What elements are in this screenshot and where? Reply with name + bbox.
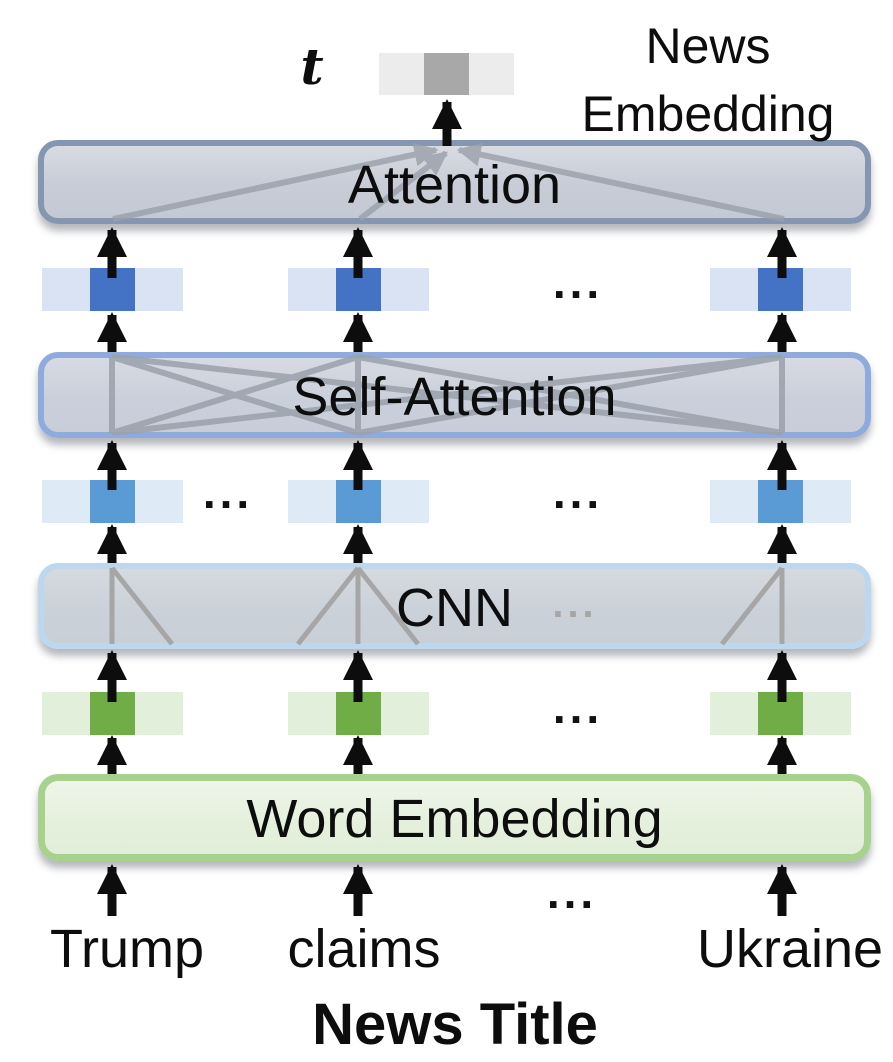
vector-segment — [90, 268, 135, 311]
vector-segment — [42, 268, 90, 311]
vector-segment — [288, 692, 336, 735]
cnn-output-vector-1 — [42, 480, 183, 523]
vector-segment — [42, 480, 90, 523]
vector-segment — [758, 480, 803, 523]
vector-segment — [710, 480, 758, 523]
vector-segment — [424, 53, 469, 95]
vector-segment — [135, 480, 183, 523]
cnn-output-vector-2 — [288, 480, 429, 523]
vector-segment — [710, 268, 758, 311]
input-word-trump: Trump — [49, 919, 205, 979]
vector-segment — [336, 268, 381, 311]
vector-segment — [381, 480, 429, 523]
word-embedding-vector-2 — [288, 692, 429, 735]
self-attention-layer-label: Self-Attention — [292, 367, 617, 427]
self-attention-output-vector-1 — [42, 268, 183, 311]
vector-segment — [469, 53, 514, 95]
self-attention-output-vector-2 — [288, 268, 429, 311]
news-embedding-label-line2: Embedding — [581, 86, 835, 142]
vector-segment — [803, 480, 851, 523]
word-embedding-vector-1 — [42, 692, 183, 735]
vector-segment — [381, 268, 429, 311]
ellipsis-self-attention-row: ... — [552, 256, 604, 308]
news-embedding-label: News Embedding — [548, 12, 868, 148]
attention-layer-label: Attention — [347, 155, 562, 215]
ellipsis-cnn-box: ... — [552, 582, 598, 626]
cnn-output-vector-3 — [710, 480, 851, 523]
word-embedding-layer-box — [38, 774, 871, 861]
input-word-claims: claims — [287, 919, 441, 979]
vector-segment — [288, 480, 336, 523]
vector-segment — [90, 480, 135, 523]
self-attention-output-vector-3 — [710, 268, 851, 311]
vector-segment — [803, 692, 851, 735]
vector-segment — [288, 268, 336, 311]
word-embedding-layer-label: Word Embedding — [246, 789, 663, 849]
vector-segment — [336, 692, 381, 735]
vector-segment — [42, 692, 90, 735]
vector-segment — [90, 692, 135, 735]
diagram-caption: News Title — [312, 992, 598, 1057]
vector-segment — [758, 268, 803, 311]
vector-segment — [379, 53, 424, 95]
vector-segment — [135, 268, 183, 311]
news-embedding-vector — [379, 53, 514, 95]
cnn-layer-label: CNN — [396, 578, 513, 638]
ellipsis-cnn-row-left: ... — [202, 466, 254, 518]
news-embedding-label-line1: News — [645, 18, 771, 74]
ellipsis-input-words: ... — [546, 866, 598, 918]
news-embedding-symbol: t — [300, 37, 324, 96]
vector-segment — [135, 692, 183, 735]
input-word-ukraine: Ukraine — [696, 919, 884, 979]
vector-segment — [758, 692, 803, 735]
ellipsis-word-vector-row: ... — [552, 681, 604, 733]
vector-segment — [803, 268, 851, 311]
ellipsis-cnn-row-right: ... — [552, 466, 604, 518]
word-embedding-vector-3 — [710, 692, 851, 735]
vector-segment — [710, 692, 758, 735]
vector-segment — [336, 480, 381, 523]
vector-segment — [381, 692, 429, 735]
